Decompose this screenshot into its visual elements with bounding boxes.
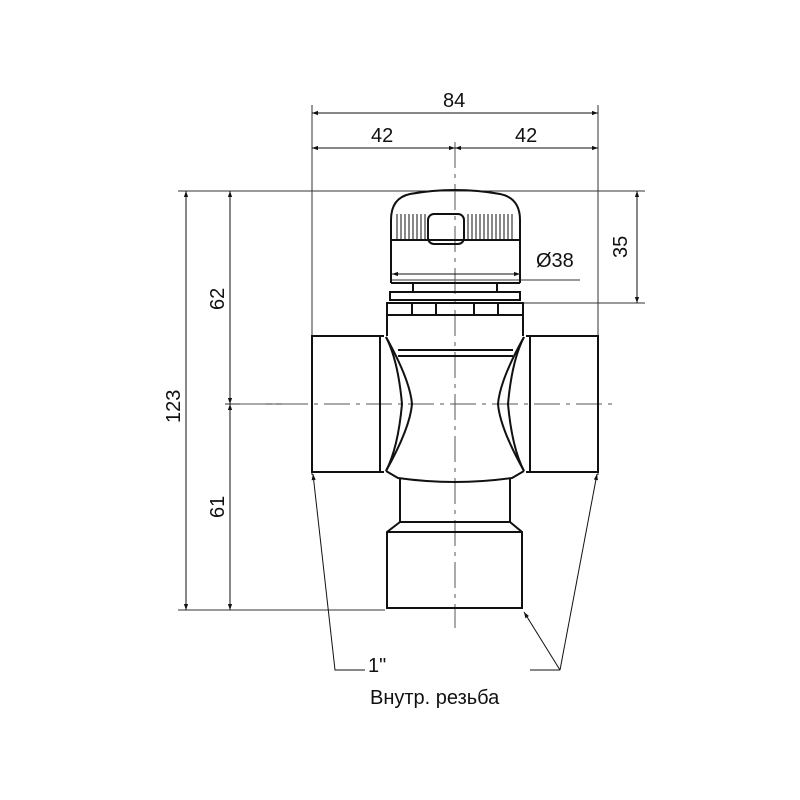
extension-lines xyxy=(178,105,645,611)
thread-size-label: 1" xyxy=(368,655,387,677)
dim-lower-height: 61 xyxy=(207,495,229,518)
thread-note-label: Внутр. резьба xyxy=(370,687,500,709)
dim-cap-height: 35 xyxy=(610,235,632,258)
cap-knurl xyxy=(396,214,513,240)
dim-overall-width: 84 xyxy=(443,90,466,112)
dim-overall-height: 123 xyxy=(163,389,185,423)
dim-cap-diameter: Ø38 xyxy=(536,250,574,272)
dim-upper-height: 62 xyxy=(207,287,229,310)
leader-lines xyxy=(311,473,598,671)
centerlines xyxy=(240,142,615,628)
dim-right-half: 42 xyxy=(515,125,538,147)
dimension-lines xyxy=(183,110,640,610)
dim-left-half: 42 xyxy=(371,125,394,147)
